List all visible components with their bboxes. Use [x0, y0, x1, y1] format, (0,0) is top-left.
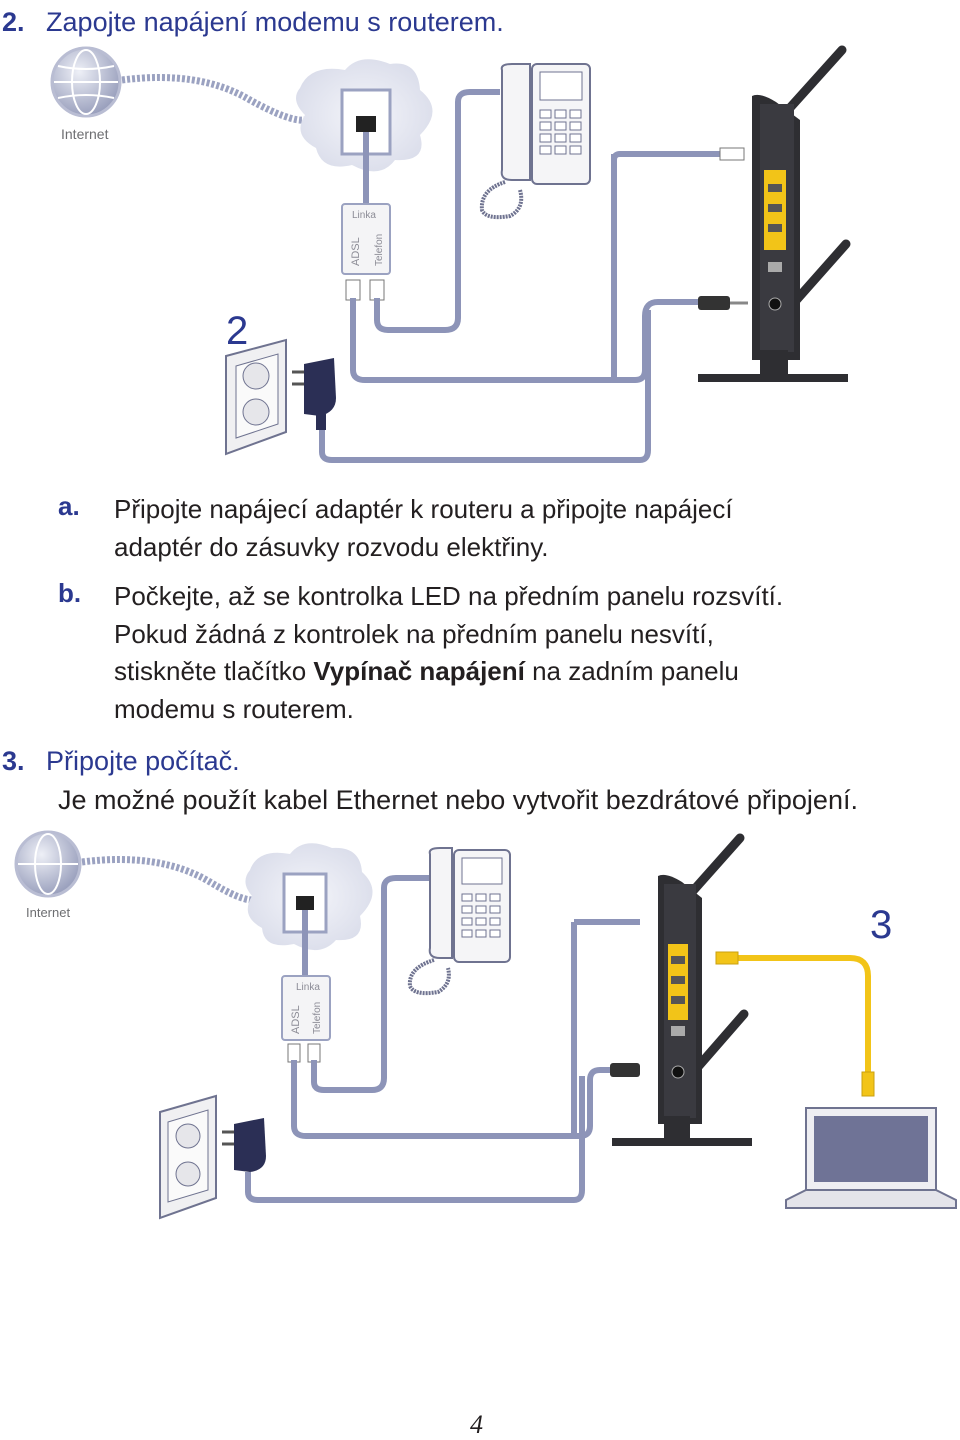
laptop-icon: [785, 1107, 957, 1209]
ethernet-cable: [736, 955, 871, 1074]
power-outlet-icon: [159, 1094, 217, 1220]
router-icon: [698, 45, 851, 382]
step-3-heading: 3. Připojte počítač.: [2, 745, 240, 777]
globe-icon: [14, 830, 82, 898]
diagram2-step-marker: 3: [870, 903, 892, 947]
substep-b-line: Pokud žádná z kontrolek na předním panel…: [114, 618, 714, 649]
splitter-adsl-label: ADSL: [290, 1005, 302, 1034]
substep-b-line: modemu s routerem.: [114, 693, 354, 724]
phone-cable: [374, 89, 500, 333]
step-2-number: 2.: [2, 7, 25, 37]
power-outlet-icon: [225, 338, 287, 456]
substep-b-text-pre: stiskněte tlačítko: [114, 656, 314, 686]
splitter-line-label: Linka: [296, 982, 320, 993]
power-adapter-icon: [292, 358, 336, 430]
adsl-splitter: Linka ADSL Telefon: [281, 975, 331, 1063]
telephone-icon: [479, 63, 591, 220]
substep-b-text-post: na zadním panelu: [524, 656, 739, 686]
internet-line: [81, 856, 253, 904]
adsl-splitter: Linka ADSL Telefon: [341, 203, 391, 301]
substep-a-line: adaptér do zásuvky rozvodu elektřiny.: [114, 531, 549, 562]
step-3-number: 3.: [2, 746, 25, 776]
splitter-phone-label: Telefon: [374, 234, 385, 266]
rj11-plug: [719, 147, 745, 161]
step-2-title: Zapojte napájení modemu s routerem.: [46, 7, 504, 37]
internet-label: Internet: [26, 905, 70, 920]
power-adapter-icon: [222, 1118, 266, 1172]
step-3-description: Je možné použít kabel Ethernet nebo vytv…: [58, 785, 858, 815]
power-cable: [245, 1076, 585, 1203]
power-cable: [319, 310, 651, 463]
substep-b-line: stiskněte tlačítko Vypínač napájení na z…: [114, 653, 783, 691]
telephone-icon: [407, 847, 511, 996]
substep-b-line: Počkejte, až se kontrolka LED na předním…: [114, 581, 784, 611]
diagram-computer-connection: Internet Linka ADSL Telefon: [14, 830, 957, 1220]
splitter-adsl-label: ADSL: [350, 237, 362, 266]
internet-label: Internet: [61, 126, 109, 142]
substep-a-label: a.: [58, 491, 80, 521]
substep-b-text: Počkejte, až se kontrolka LED na předním…: [114, 578, 783, 728]
splitter-line-label: Linka: [352, 210, 376, 221]
step-2-heading: 2. Zapojte napájení modemu s routerem.: [2, 6, 504, 38]
substep-a-line: Připojte napájecí adaptér k routeru a př…: [114, 494, 733, 524]
globe-icon: [50, 46, 122, 118]
substep-b-label: b.: [58, 578, 82, 608]
adsl-cable: [291, 1060, 612, 1139]
page-number: 4: [470, 1410, 483, 1439]
phone-cable: [311, 875, 430, 1093]
splitter-phone-label: Telefon: [312, 1002, 323, 1034]
power-plug: [698, 296, 730, 310]
substep-a-text: Připojte napájecí adaptér k routeru a př…: [114, 491, 733, 566]
diagram1-step-marker: 2: [226, 309, 248, 353]
step-3-title: Připojte počítač.: [46, 746, 240, 776]
diagram-power-connection: Internet Linka ADSL Telefon: [50, 45, 851, 463]
power-button-term: Vypínač napájení: [313, 656, 525, 686]
power-plug: [610, 1063, 640, 1077]
router-icon: [612, 833, 752, 1146]
internet-line: [121, 74, 306, 124]
adsl-cable: [350, 298, 700, 383]
